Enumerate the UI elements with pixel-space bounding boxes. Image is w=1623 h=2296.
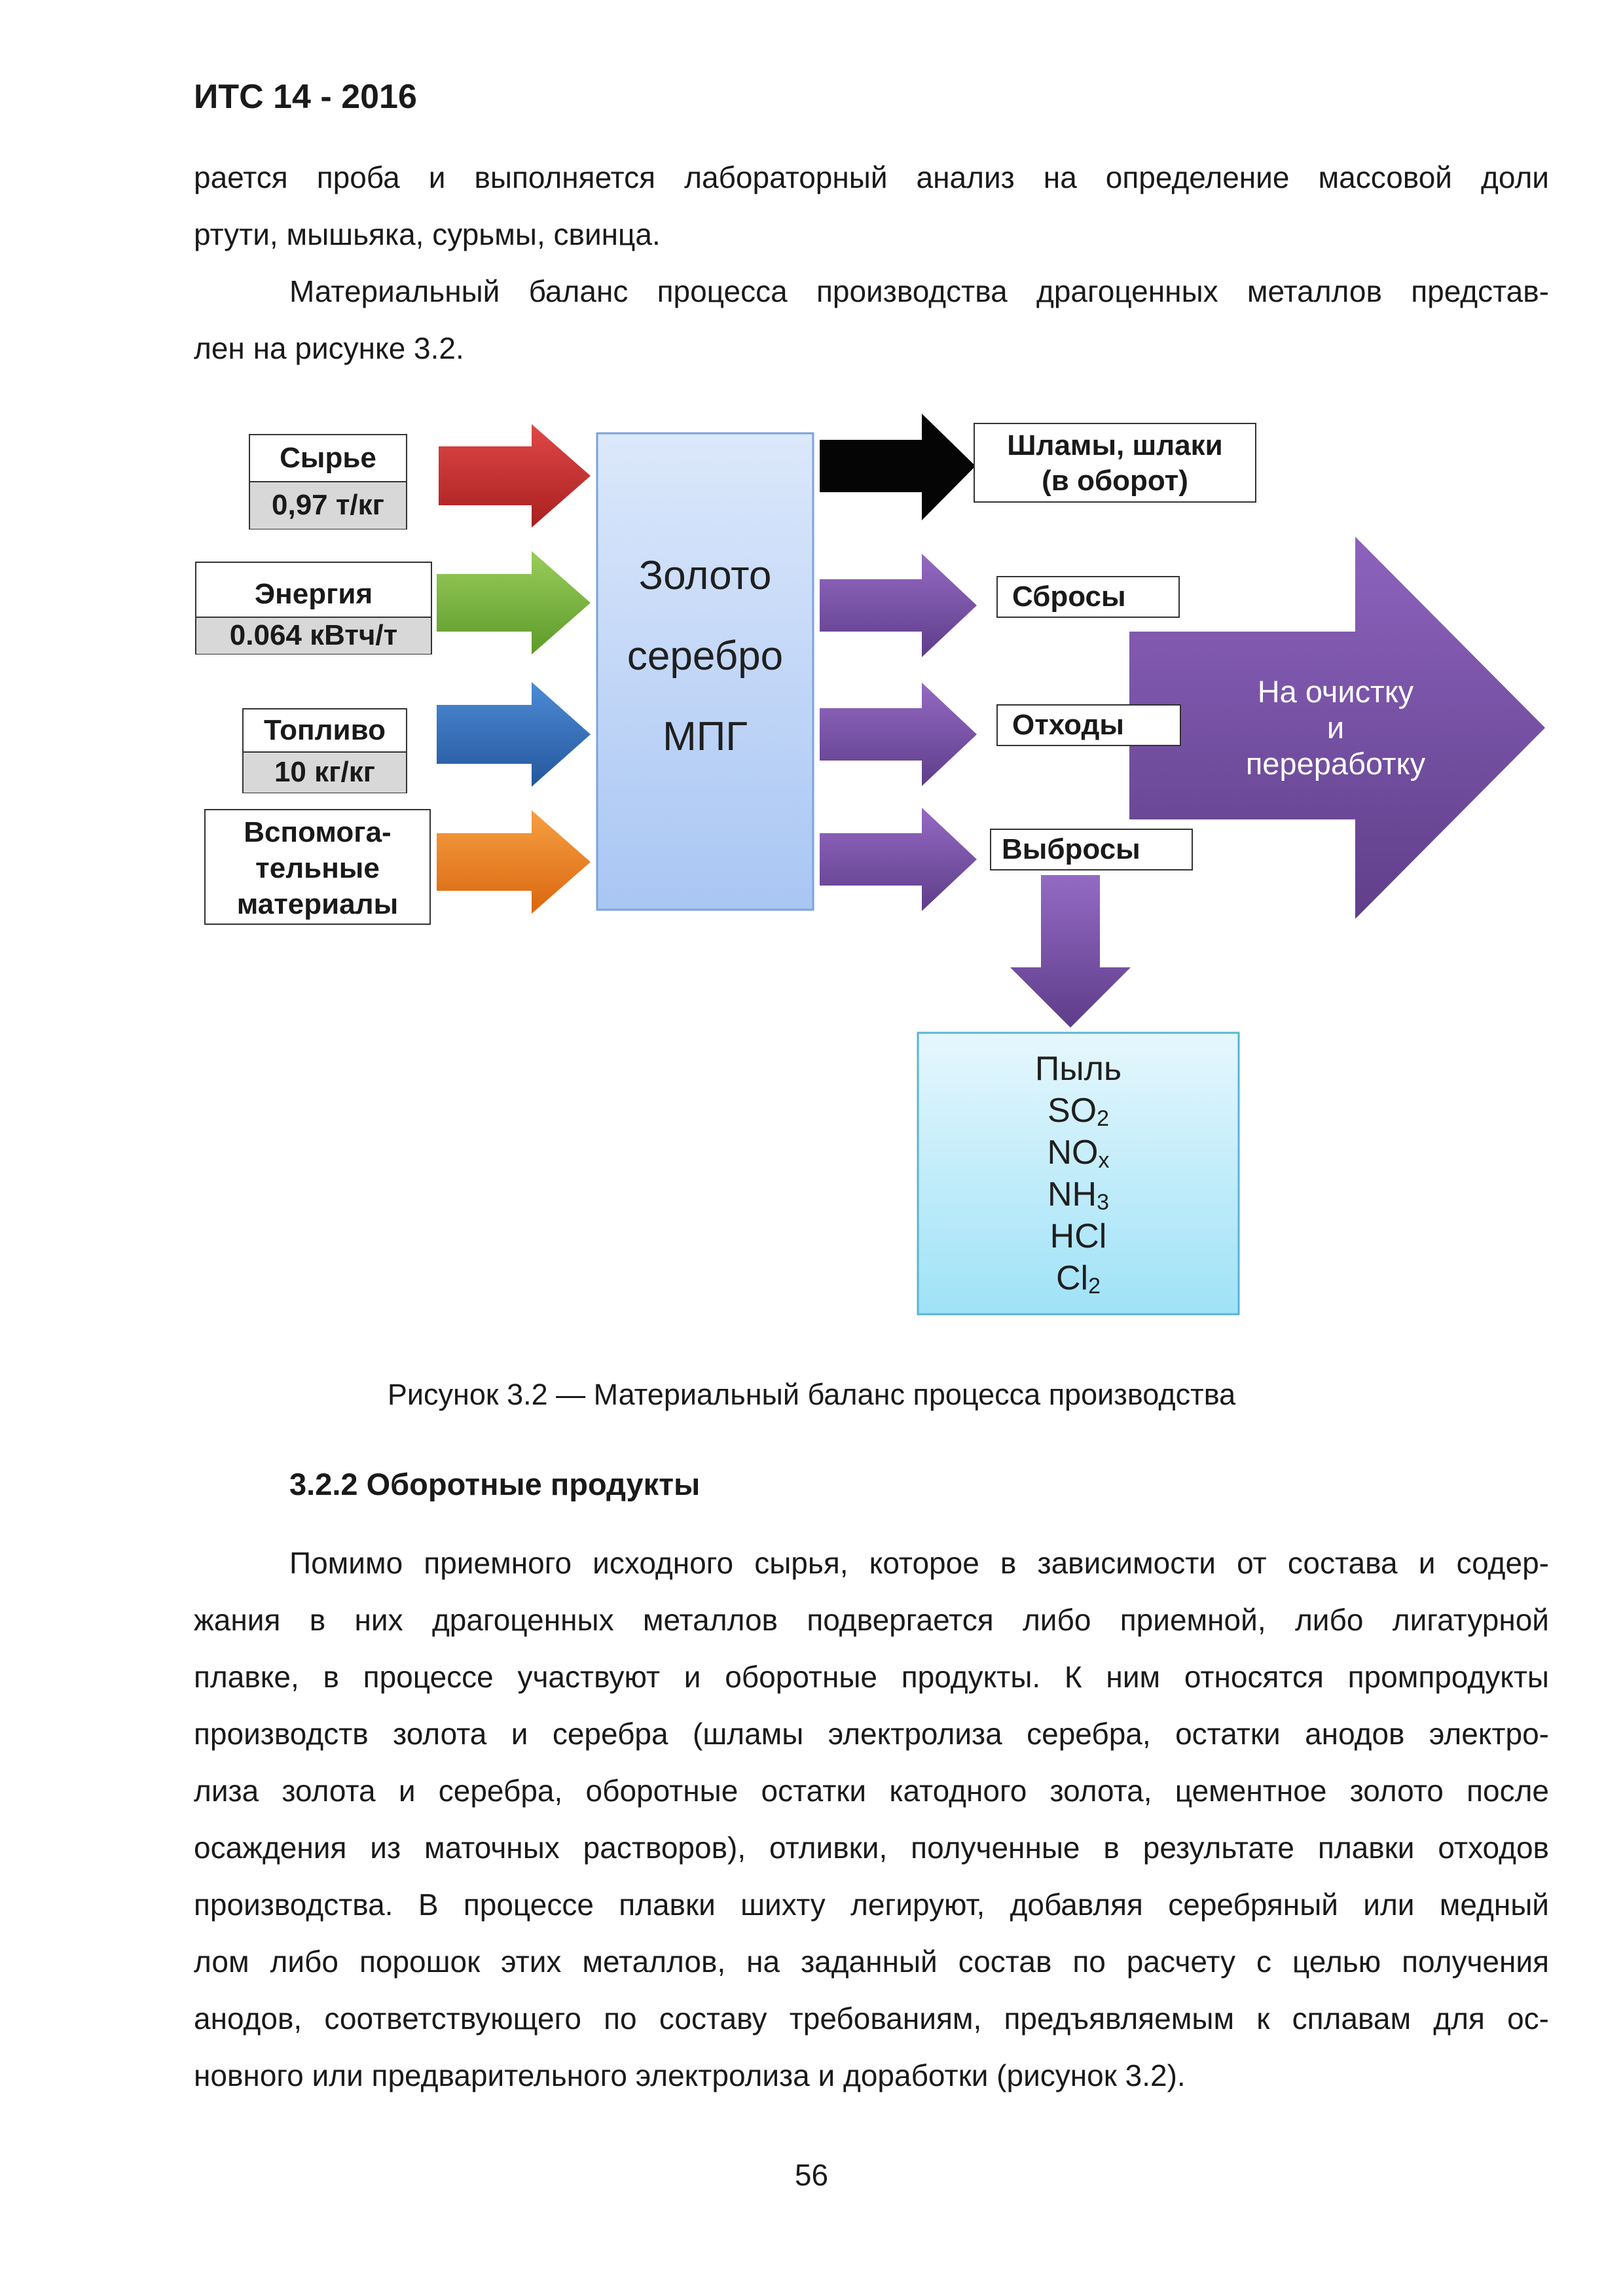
- output-discharges-label: Сбросы: [1012, 581, 1126, 613]
- arrow-energy: [437, 551, 591, 655]
- figure-caption: Рисунок 3.2 — Материальный баланс процес…: [387, 1378, 1236, 1411]
- intro-line-4: лен на рисунке 3.2.: [194, 331, 464, 365]
- intro-line-3: Материальный баланс процесса производств…: [289, 274, 1549, 308]
- processing-big-arrow: [1129, 537, 1545, 919]
- input-raw-material-box: Сырье 0,97 т/кг: [249, 434, 407, 529]
- arrow-raw-material: [439, 424, 591, 528]
- output-slag-line-2: (в оборот): [1042, 465, 1188, 497]
- center-box: [596, 432, 814, 911]
- emission-item-2: SO2: [1048, 1092, 1109, 1131]
- arrow-down-emissions: [1010, 875, 1131, 1028]
- intro-line-2: ртути, мышьяка, сурьмы, свинца.: [194, 217, 661, 251]
- body-line-4: производств золота и серебра (шламы элек…: [194, 1717, 1549, 1751]
- output-slag-line-1: Шламы, шлаки: [1007, 429, 1223, 461]
- output-waste-label: Отходы: [1012, 709, 1124, 741]
- processing-line-2: и: [1327, 710, 1344, 745]
- arrow-emissions: [820, 808, 977, 911]
- body-line-9: анодов, соответствующего по составу треб…: [194, 2001, 1549, 2036]
- center-line-1: Золото: [639, 553, 772, 598]
- emission-composition-box: [917, 1031, 1240, 1316]
- output-waste-box: Отходы: [996, 704, 1181, 746]
- body-line-10: новного или предварительного электролиза…: [194, 2058, 1186, 2092]
- body-line-7: производства. В процессе плавки шихту ле…: [194, 1888, 1549, 1922]
- input-auxiliary-line-1: Вспомога-: [244, 816, 392, 848]
- page-number: 56: [794, 2158, 829, 2192]
- input-auxiliary-line-2: тельные: [255, 852, 380, 884]
- input-auxiliary-line-3: материалы: [236, 888, 399, 920]
- body-line-1: Помимо приемного исходного сырья, которо…: [289, 1546, 1549, 1580]
- input-energy-box: Энергия 0.064 кВтч/т: [195, 562, 432, 655]
- output-slag-box: Шламы, шлаки (в оборот): [974, 423, 1256, 503]
- emission-item-4: NH3: [1048, 1175, 1109, 1215]
- intro-paragraph: рается проба и выполняется лабораторный …: [194, 149, 1549, 377]
- input-fuel-label: Топливо: [264, 714, 386, 746]
- input-raw-material-label: Сырье: [280, 442, 376, 474]
- intro-line-1: рается проба и выполняется лабораторный …: [194, 160, 1549, 194]
- body-line-3: плавке, в процессе участвуют и оборотные…: [194, 1660, 1549, 1694]
- processing-line-3: переработку: [1246, 746, 1426, 781]
- arrow-waste: [820, 683, 977, 786]
- arrow-auxiliary: [437, 810, 591, 914]
- emission-item-3: NOx: [1048, 1134, 1110, 1173]
- center-line-3: МПГ: [663, 714, 748, 759]
- processing-line-1: На очистку: [1258, 674, 1414, 709]
- emission-item-6: Cl2: [1056, 1259, 1101, 1299]
- center-line-2: серебро: [627, 634, 783, 679]
- section-title: 3.2.2 Оборотные продукты: [289, 1467, 701, 1501]
- arrow-fuel: [437, 682, 591, 787]
- output-discharges-box: Сбросы: [996, 576, 1180, 618]
- output-emissions-box: Выбросы: [990, 829, 1193, 870]
- body-line-5: лиза золота и серебра, оборотные остатки…: [194, 1774, 1549, 1808]
- input-auxiliary-box: Вспомога- тельные материалы: [204, 809, 431, 925]
- input-energy-value: 0.064 кВтч/т: [196, 617, 431, 654]
- arrow-discharges: [820, 554, 977, 657]
- output-emissions-label: Выбросы: [1002, 833, 1140, 865]
- input-fuel-box: Топливо 10 кг/кг: [242, 708, 407, 793]
- input-fuel-value: 10 кг/кг: [244, 751, 406, 793]
- emission-item-5: HCl: [1050, 1217, 1107, 1255]
- input-raw-material-value: 0,97 т/кг: [250, 481, 406, 529]
- emission-item-1: Пыль: [1035, 1050, 1122, 1088]
- body-line-2: жания в них драгоценных металлов подверг…: [194, 1603, 1549, 1637]
- document-header: ИТС 14 - 2016: [194, 78, 417, 116]
- material-balance-diagram: Золото серебро МПГ На очистку и перерабо…: [437, 414, 1545, 1316]
- body-line-8: лом либо порошок этих металлов, на задан…: [194, 1945, 1549, 1979]
- arrow-slag-black: [820, 414, 976, 520]
- input-energy-label: Энергия: [254, 578, 373, 610]
- body-line-6: осаждения из маточных растворов), отливк…: [194, 1831, 1549, 1865]
- body-paragraph: Помимо приемного исходного сырья, которо…: [194, 1535, 1549, 2104]
- emission-list: Пыль SO2 NOx NH3 HCl Cl2: [1035, 1050, 1122, 1299]
